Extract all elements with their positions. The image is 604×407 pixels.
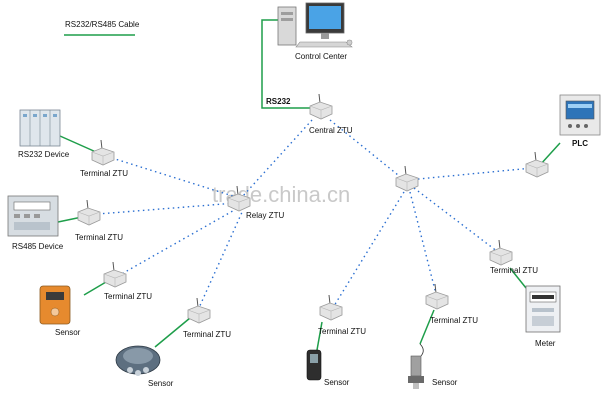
relay-ztu: Relay ZTU [227,185,284,220]
terminal-ztu-label-2: Terminal ZTU [75,233,123,242]
ztu-modem-icon [103,261,127,288]
wireless-relay-sensor-1 [117,207,239,277]
control-center: Control Center [277,2,353,61]
wireless-links [97,119,533,311]
central-ztu: Central ZTU [309,93,353,135]
sensor-node-3: Sensor Terminal ZTU [306,294,366,387]
electrical-cabinet-icon [19,109,61,147]
sensor-label-4: Sensor [432,378,458,387]
handheld-sensor-icon [306,349,322,381]
wireless-right-plc [407,167,533,181]
control-center-label: Control Center [295,52,347,61]
sensor-node-1: Sensor Terminal ZTU [39,261,152,337]
ztu-modem-icon [77,199,101,226]
wireless-right-meter [413,187,499,253]
cable-sensor-3 [316,321,323,351]
wireless-relay-rs485 [97,202,237,215]
sensor-node-4: Sensor Terminal ZTU [408,283,478,389]
cable-links [57,19,561,351]
rs485-panel-icon [7,195,59,237]
ztu-modem-icon [525,151,549,178]
rs232-device-node: RS232 Device Terminal ZTU [18,109,128,178]
cable-rs232-device [59,135,97,153]
sensor-label-3: Sensor [324,378,350,387]
legend: RS232/RS485 Cable [64,20,140,36]
terminal-ztu-label-7: Terminal ZTU [490,266,538,275]
sensor-label-2: Sensor [148,379,174,388]
ztu-modem-icon [187,297,211,324]
terminal-ztu-label-6: Terminal ZTU [430,316,478,325]
wireless-relay-sensor-2 [197,209,244,311]
rs232-device-label: RS232 Device [18,150,70,159]
terminal-ztu-label-4: Terminal ZTU [183,330,231,339]
cable-plc [539,142,561,166]
sensor-node-2: Sensor Terminal ZTU [115,297,231,388]
computer-icon [277,2,353,48]
rs485-device-label: RS485 Device [12,242,64,251]
sensor-label-1: Sensor [55,328,81,337]
plc-icon [559,94,601,136]
wireless-right-terminal-4 [409,191,437,295]
plc-node: PLC [525,94,601,178]
legend-label: RS232/RS485 Cable [65,20,140,29]
meter-label: Meter [535,339,556,348]
ztu-modem-icon [91,139,115,166]
terminal-ztu-label-3: Terminal ZTU [104,292,152,301]
ztu-modem-icon [489,239,513,266]
relay-ztu-label: Relay ZTU [246,211,284,220]
meter-node: Terminal ZTU Meter [489,239,561,348]
ztu-modem-icon [309,93,333,120]
right-relay-ztu [395,165,419,192]
terminal-ztu-label-5: Terminal ZTU [318,327,366,336]
cable-meter [509,267,527,289]
cable-sensor-1 [83,281,107,296]
sensor-device-icon [39,285,71,325]
central-ztu-label: Central ZTU [309,126,353,135]
probe-sensor-icon [408,343,424,389]
cable-control-to-central [261,19,314,109]
cable-sensor-2 [154,317,191,348]
rs232-link-label: RS232 [266,97,291,106]
ztu-modem-icon [425,283,449,310]
terminal-ztu-label-1: Terminal ZTU [80,169,128,178]
wireless-right-terminal-3 [333,191,405,307]
multi-probe-sensor-icon [115,345,161,376]
rs485-device-node: RS485 Device Terminal ZTU [7,195,123,251]
cable-sensor-4 [419,309,435,345]
electric-meter-icon [525,285,561,333]
plc-label: PLC [572,139,588,148]
wireless-relay-rs232 [111,157,237,198]
ztu-modem-icon [395,165,419,192]
